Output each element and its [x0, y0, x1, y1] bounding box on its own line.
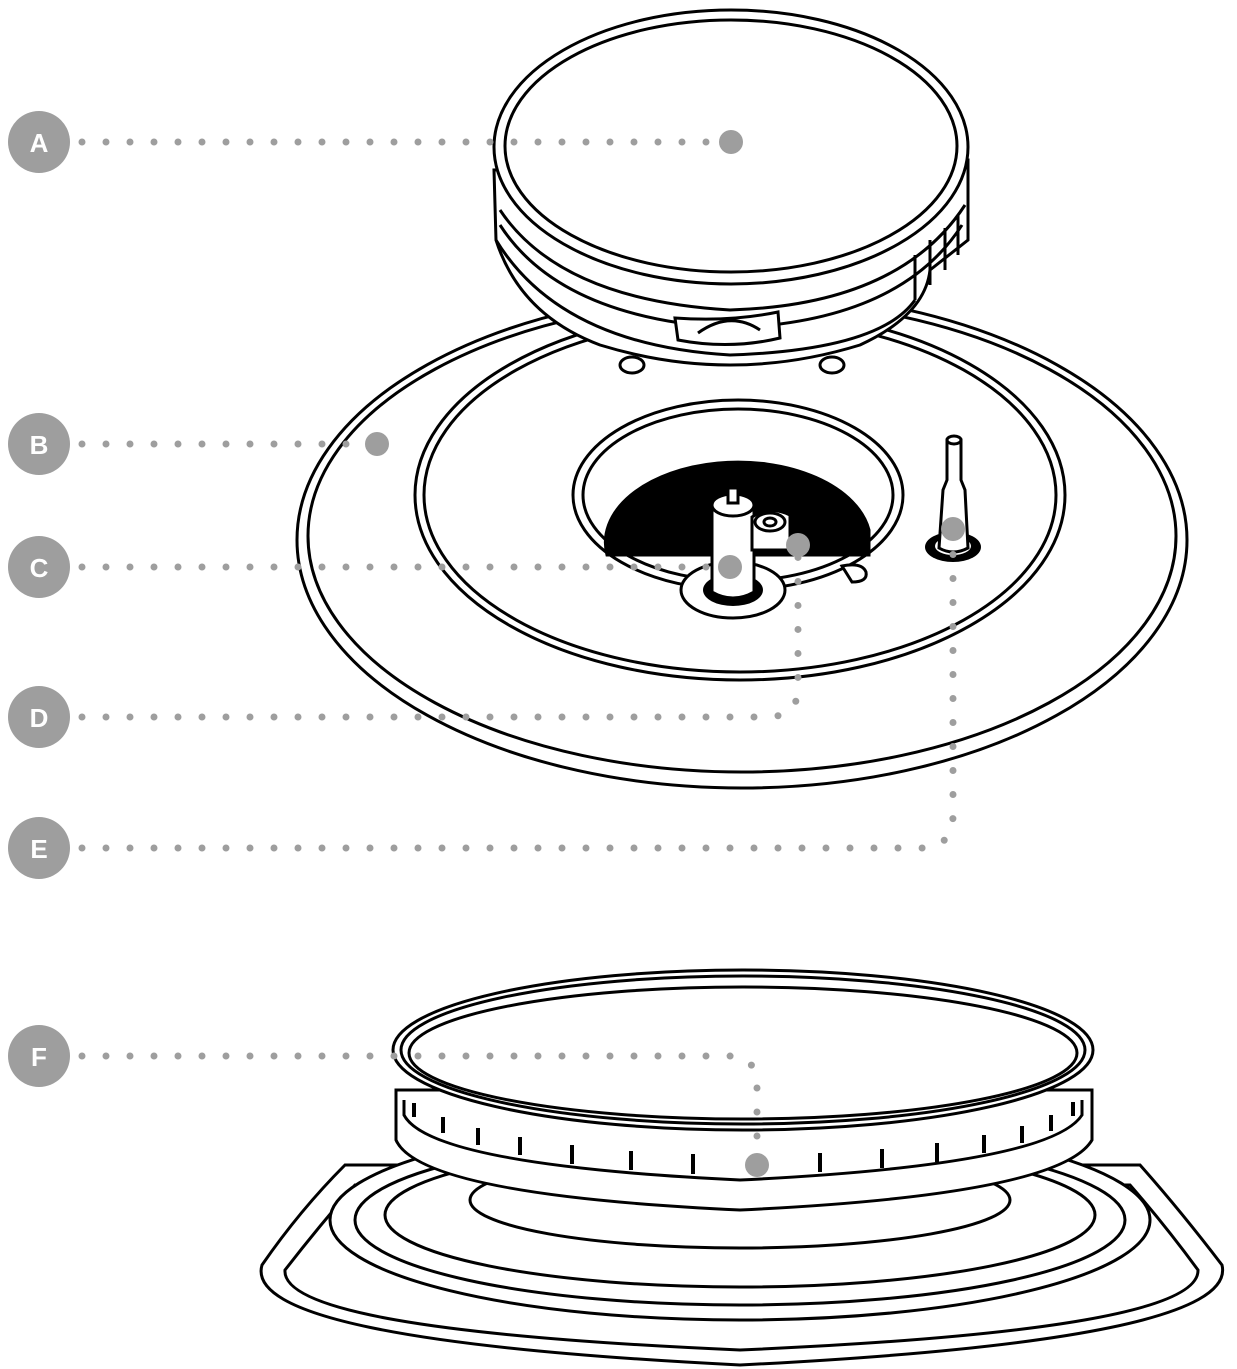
callout-badge-c: C: [8, 536, 70, 598]
callout-label-d: D: [30, 703, 49, 733]
callout-badge-e: E: [8, 817, 70, 879]
callout-label-e: E: [30, 834, 47, 864]
pointer-dot-d: [786, 533, 810, 557]
pointer-dot-a: [719, 130, 743, 154]
pointer-dot-f: [745, 1153, 769, 1177]
callout-badge-f: F: [8, 1025, 70, 1087]
cap-illustration: [492, 8, 970, 375]
callout-badge-b: B: [8, 413, 70, 475]
pointer-dot-e: [941, 517, 965, 541]
leader-line-e: [78, 526, 957, 852]
callout-label-c: C: [30, 553, 49, 583]
leader-line-f: [78, 1052, 761, 1169]
callout-leaders: [78, 130, 965, 1177]
dial-tick-marks: [412, 1102, 1075, 1174]
callout-badge-a: A: [8, 111, 70, 173]
callout-badge-d: D: [8, 686, 70, 748]
pointer-dot-c: [718, 555, 742, 579]
callout-label-a: A: [30, 128, 49, 158]
dial-unit-illustration: [259, 968, 1225, 1367]
base-plate-illustration: [295, 290, 1189, 790]
callout-label-b: B: [30, 430, 49, 460]
callout-label-f: F: [31, 1042, 47, 1072]
pointer-dot-b: [365, 432, 389, 456]
